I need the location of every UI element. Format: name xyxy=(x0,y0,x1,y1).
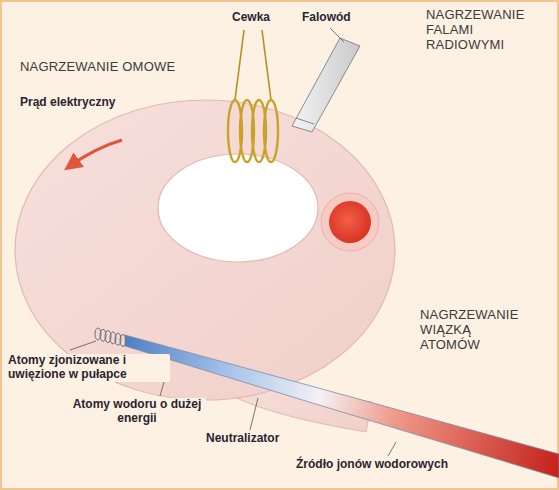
coil-winding xyxy=(264,100,278,162)
waveguide-flange xyxy=(296,118,314,124)
plasma-core xyxy=(329,201,371,243)
waveguide xyxy=(292,38,360,132)
part-label: Źródło jonów wodorowych xyxy=(294,458,450,472)
helix-turn xyxy=(120,335,126,347)
leader-line xyxy=(330,28,344,42)
section-heading: NAGRZEWANIE OMOWE xyxy=(18,60,177,75)
part-label: Neutralizator xyxy=(204,432,281,446)
coil xyxy=(228,100,278,162)
part-label: Prąd elektryczny xyxy=(18,96,117,110)
leader-line xyxy=(70,341,96,350)
current-arrow xyxy=(70,140,122,166)
part-label: Atomy wodoru o dużej energii xyxy=(68,398,206,426)
part-label: Falowód xyxy=(300,11,353,25)
plasma-ring xyxy=(321,193,379,251)
coil-lead xyxy=(235,30,244,100)
part-label: Cewka xyxy=(230,11,272,25)
trapped-ions-helix xyxy=(95,328,126,347)
coil-lead xyxy=(262,30,271,100)
section-heading: NAGRZEWANIE WIĄZKĄ ATOMÓW xyxy=(418,308,532,353)
leader-line xyxy=(250,398,258,430)
section-heading: NAGRZEWANIE FALAMI RADIOWYMI xyxy=(424,8,532,53)
leader-line xyxy=(388,442,396,456)
part-label: Atomy zjonizowane i uwięzione w pułapce xyxy=(6,354,170,382)
torus-hole xyxy=(158,154,318,262)
spacer xyxy=(240,367,241,378)
